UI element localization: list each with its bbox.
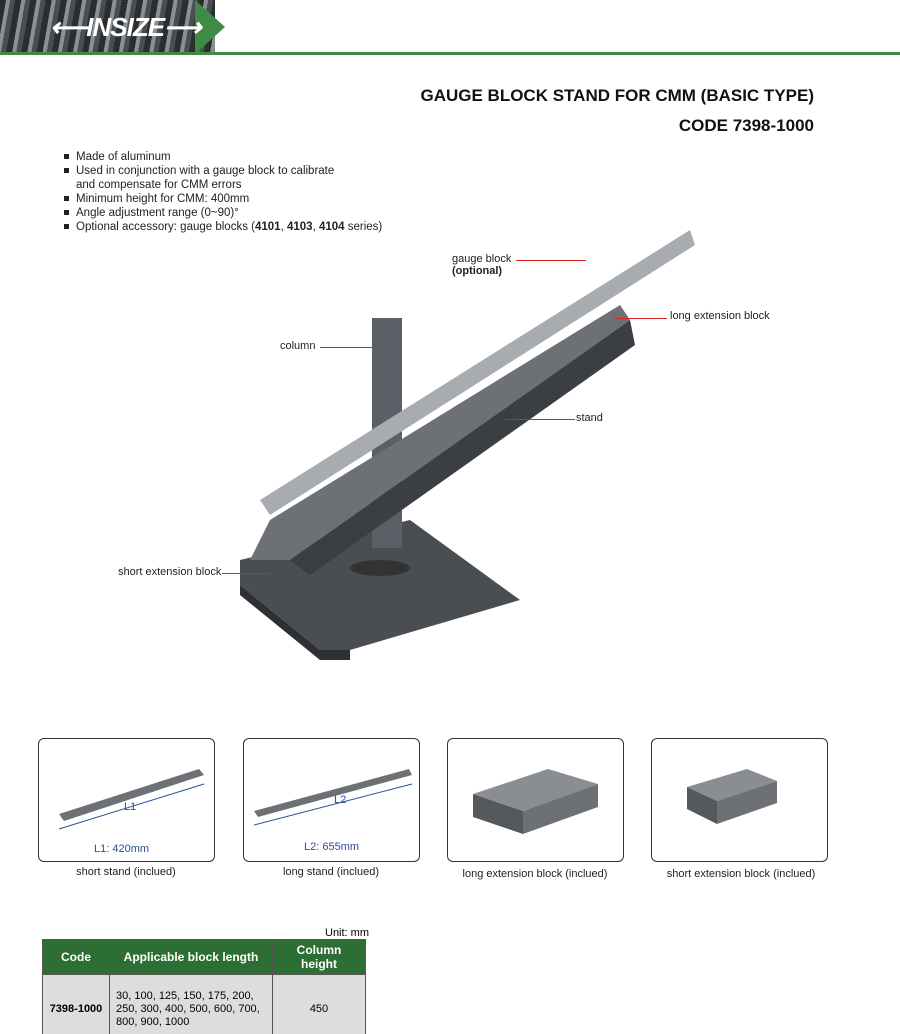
caption: short stand (inclued) xyxy=(76,866,176,878)
feature-item: Minimum height for CMM: 400mm xyxy=(63,192,382,206)
gauge-block xyxy=(260,230,695,515)
cell-height: 450 xyxy=(272,974,366,1034)
caption: long extension block (inclued) xyxy=(462,868,608,880)
stand xyxy=(250,305,630,560)
brand-logo: ⟵INSIZE⟶ xyxy=(50,12,201,42)
card-long-extension xyxy=(447,738,624,862)
callout-line xyxy=(505,419,575,420)
caption: short extension block (inclued) xyxy=(666,868,816,880)
dim-value: L1: 420mm xyxy=(94,843,150,855)
product-image xyxy=(240,230,695,660)
callout-line xyxy=(615,318,667,319)
callout-line xyxy=(320,347,372,348)
callout-line xyxy=(516,260,586,261)
callout-line xyxy=(222,573,270,574)
feature-item: Used in conjunction with a gauge block t… xyxy=(64,164,346,192)
cell-code: 7398-1000 xyxy=(42,974,110,1034)
cell-lengths: 30, 100, 125, 150, 175, 200, 250, 300, 4… xyxy=(109,974,273,1034)
feature-item: Made of aluminum xyxy=(63,150,382,164)
feature-item: Optional accessory: gauge blocks (4101, … xyxy=(63,221,383,233)
col-header: Column height xyxy=(272,939,366,975)
feature-list: Made of aluminum Used in conjunction wit… xyxy=(62,150,382,234)
card-short-extension xyxy=(651,738,828,862)
callout-column: column xyxy=(280,340,316,352)
banner-line xyxy=(0,52,900,55)
banner-chevron xyxy=(195,0,225,54)
col-header: Code xyxy=(42,939,110,975)
card-short-stand: L1 L1: 420mm xyxy=(38,738,215,862)
callout-short-extension: short extension block xyxy=(118,566,222,578)
unit-label: Unit: mm xyxy=(325,927,369,939)
product-code: CODE 7398-1000 xyxy=(678,116,814,135)
caption: long stand (inclued) xyxy=(282,866,379,878)
card-long-stand: L2 L2: 655mm xyxy=(243,738,420,862)
dim-label: L1 xyxy=(124,801,137,813)
callout-gauge-block: gauge block(optional) xyxy=(452,253,512,277)
banner-photo xyxy=(0,0,215,53)
callout-stand: stand xyxy=(576,412,603,424)
feature-item: Angle adjustment range (0~90)° xyxy=(63,206,382,220)
callout-long-extension: long extension block xyxy=(670,310,770,322)
header-banner: ⟵INSIZE⟶ xyxy=(0,0,900,55)
product-title: GAUGE BLOCK STAND FOR CMM (BASIC TYPE) xyxy=(420,86,814,105)
dim-label: L2 xyxy=(334,794,347,806)
col-header: Applicable block length xyxy=(109,939,273,975)
dim-value: L2: 655mm xyxy=(304,841,360,853)
